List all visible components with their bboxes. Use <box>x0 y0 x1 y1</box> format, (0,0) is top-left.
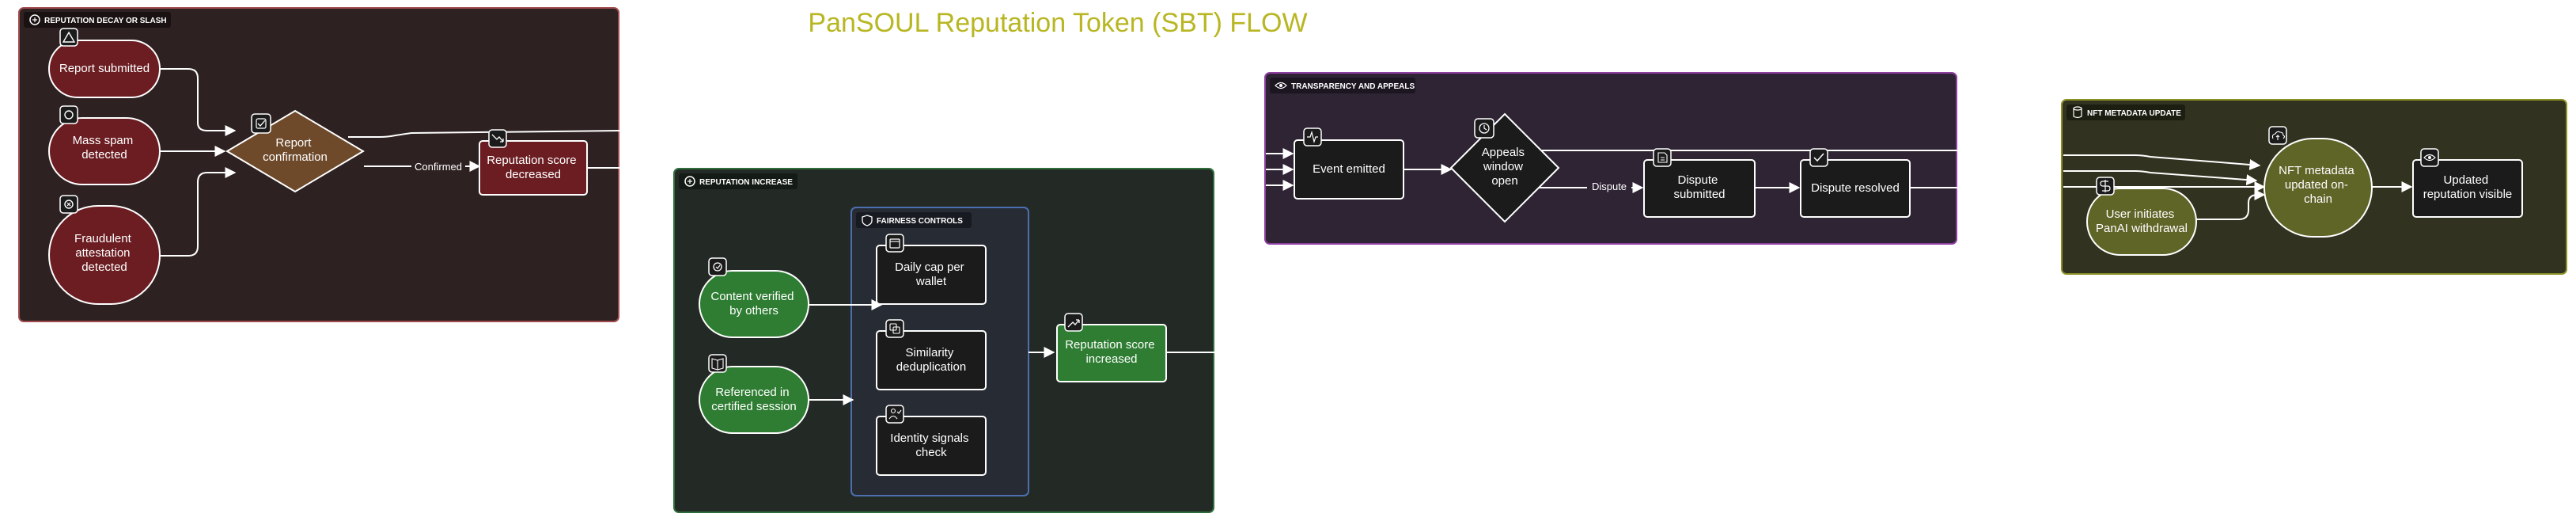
svg-text:Similarity deduplicati: Similarity deduplication <box>896 346 966 374</box>
trending-down-icon <box>488 129 507 148</box>
node-similarity-deduplication[interactable]: Similarity deduplication <box>876 330 987 390</box>
edge-label-dispute-bg <box>1587 180 1631 192</box>
svg-text:Updated reputation vis: Updated reputation visible <box>2423 173 2513 201</box>
nodes: Report submitted Mass spam detected Frau… <box>48 28 2523 476</box>
svg-text:Dispute resolved: Dispute resolved <box>1811 181 1900 195</box>
node-reputation-score-increased[interactable]: Reputation score increased <box>1056 324 1167 382</box>
node-referenced-certified-session[interactable]: Referenced in certified session <box>699 366 809 434</box>
group-increase-label-bg <box>679 173 797 189</box>
shield-icon <box>862 215 873 226</box>
file-text-icon <box>1653 148 1672 167</box>
group-fairness-label: FAIRNESS CONTROLS <box>877 217 963 226</box>
group-transparency-appeals: TRANSPARENCY AND APPEALS <box>1264 72 1957 245</box>
node-identity-signals[interactable]: Identity signals check <box>876 416 987 476</box>
database-icon <box>2073 106 2082 119</box>
group-transparency-label-bg <box>1270 78 1415 93</box>
svg-text:Identity signals check: Identity signals check <box>890 432 972 459</box>
trending-up-icon <box>1064 313 1083 332</box>
node-user-initiates-withdrawal[interactable]: User initiates PanAI withdrawal <box>2086 188 2197 256</box>
edge-confirmation-exit <box>348 130 621 138</box>
edge-in-to-nft-a <box>2063 154 2261 170</box>
edge-withdrawal-to-nft <box>2196 189 2266 220</box>
node-report-submitted[interactable]: Report submitted <box>48 40 161 98</box>
cloud-upload-icon <box>2268 126 2287 145</box>
node-fraudulent-attestation[interactable]: Fraudulent attestation detected <box>48 205 161 305</box>
book-open-icon <box>708 354 727 373</box>
activity-icon <box>1303 127 1322 146</box>
node-updated-reputation-visible[interactable]: Updated reputation visible <box>2412 159 2523 218</box>
node-dispute-resolved[interactable]: Dispute resolved <box>1800 159 1911 218</box>
svg-text:Mass spam detected: Mass spam detected <box>73 134 137 162</box>
edge-label-confirmed: Confirmed <box>415 161 462 173</box>
svg-text:Reputation score decre: Reputation score decreased <box>487 154 580 181</box>
x-circle-icon <box>59 195 78 214</box>
svg-text:User initiates PanAI w: User initiates PanAI withdrawal <box>2096 207 2188 235</box>
svg-text:Daily cap per wallet: Daily cap per wallet <box>895 260 968 288</box>
dollar-icon <box>2096 177 2115 196</box>
eye-icon <box>2420 148 2439 167</box>
group-decay-label: REPUTATION DECAY OR SLASH <box>44 17 167 25</box>
svg-text:Content verified by ot: Content verified by others <box>710 290 797 318</box>
edge-label-confirmed-bg <box>411 160 465 173</box>
svg-text:Reputation score incre: Reputation score increased <box>1065 338 1158 366</box>
svg-text:Dispute submitted: Dispute submitted <box>1673 173 1725 201</box>
svg-text:Appeals window: Appeals window open <box>1482 146 1528 188</box>
group-decay-icon <box>29 14 40 25</box>
diagram-title: PanSOUL Reputation Token (SBT) FLOW <box>808 8 1307 38</box>
group-transparency-frame <box>1264 72 1957 245</box>
edge-report-to-confirmation <box>155 68 237 136</box>
check-icon <box>1809 148 1828 167</box>
check-square-icon <box>251 113 271 134</box>
node-content-verified[interactable]: Content verified by others <box>699 270 809 338</box>
node-appeals-window-open[interactable]: Appeals window open <box>1449 112 1560 223</box>
group-increase-icon <box>684 176 695 187</box>
eye-icon <box>1275 82 1287 89</box>
svg-text:NFT metadata updated o: NFT metadata updated on- chain <box>2279 164 2358 206</box>
edge-in-to-nft-b <box>2063 170 2258 186</box>
svg-text:Referenced in certifie: Referenced in certified session <box>711 386 797 413</box>
clock-icon <box>1474 118 1494 139</box>
edge-fraud-to-confirmation <box>158 167 237 257</box>
svg-text:Event emitted: Event emitted <box>1313 162 1385 176</box>
node-event-emitted[interactable]: Event emitted <box>1294 139 1404 200</box>
edge-label-dispute: Dispute <box>1592 181 1627 192</box>
group-fairness-label-bg <box>856 212 972 228</box>
group-transparency-label: TRANSPARENCY AND APPEALS <box>1291 82 1415 91</box>
node-dispute-submitted[interactable]: Dispute submitted <box>1643 159 1756 218</box>
user-check-icon <box>885 405 904 424</box>
circle-slash-icon <box>59 105 78 124</box>
group-nft-label-bg <box>2066 105 2185 120</box>
alert-triangle-icon <box>59 28 78 47</box>
group-decay-label-bg <box>24 12 171 28</box>
node-mass-spam[interactable]: Mass spam detected <box>48 117 161 185</box>
node-nft-metadata-updated[interactable]: NFT metadata updated on- chain <box>2263 138 2373 238</box>
group-nft-label: NFT METADATA UPDATE <box>2087 109 2181 118</box>
node-daily-cap[interactable]: Daily cap per wallet <box>876 245 987 305</box>
check-circle-icon <box>708 257 727 276</box>
svg-text:Report submitted: Report submitted <box>59 62 150 75</box>
copy-icon <box>885 319 904 338</box>
calendar-icon <box>885 234 904 253</box>
svg-text:Report confirmation: Report confirmation <box>263 136 328 164</box>
group-increase-label: REPUTATION INCREASE <box>699 178 793 187</box>
edges: Confirmed Dispute <box>155 68 2413 405</box>
node-reputation-score-decreased[interactable]: Reputation score decreased <box>479 140 588 196</box>
svg-text:Fraudulent attestation: Fraudulent attestation detected <box>74 232 134 274</box>
